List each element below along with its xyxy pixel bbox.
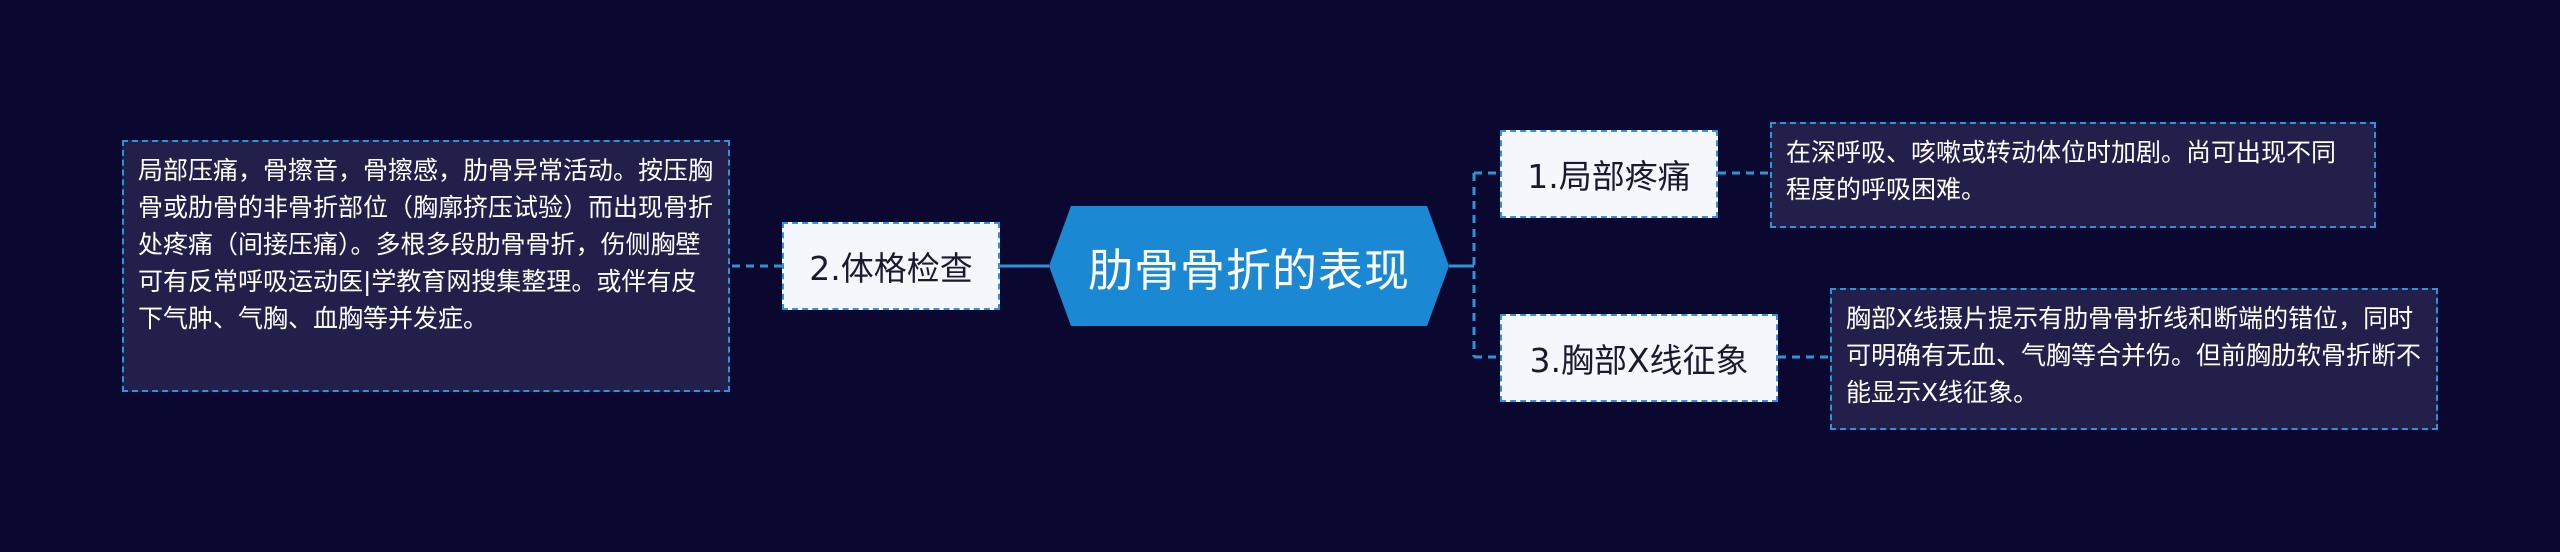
topic-physical-exam[interactable]: 2.体格检查	[782, 222, 1000, 310]
note-local-pain-text: 在深呼吸、咳嗽或转动体位时加剧。尚可出现不同程度的呼吸困难。	[1786, 138, 2337, 204]
topic-xray-signs-label: 3.胸部X线征象	[1529, 341, 1749, 380]
topic-local-pain[interactable]: 1.局部疼痛	[1500, 130, 1718, 218]
topic-local-pain-label: 1.局部疼痛	[1527, 157, 1691, 196]
central-topic[interactable]: 肋骨骨折的表现	[1049, 206, 1449, 326]
note-xray-signs-text: 胸部X线摄片提示有肋骨骨折线和断端的错位，同时可明确有无血、气胸等合并伤。但前胸…	[1846, 304, 2422, 407]
note-local-pain: 在深呼吸、咳嗽或转动体位时加剧。尚可出现不同程度的呼吸困难。	[1770, 122, 2376, 228]
note-physical-exam: 局部压痛，骨擦音，骨擦感，肋骨异常活动。按压胸骨或肋骨的非骨折部位（胸廓挤压试验…	[122, 140, 730, 392]
note-physical-exam-text: 局部压痛，骨擦音，骨擦感，肋骨异常活动。按压胸骨或肋骨的非骨折部位（胸廓挤压试验…	[138, 156, 714, 333]
topic-xray-signs[interactable]: 3.胸部X线征象	[1500, 314, 1778, 402]
note-xray-signs: 胸部X线摄片提示有肋骨骨折线和断端的错位，同时可明确有无血、气胸等合并伤。但前胸…	[1830, 288, 2438, 430]
central-topic-label: 肋骨骨折的表现	[1087, 243, 1410, 297]
topic-physical-exam-label: 2.体格检查	[809, 249, 973, 288]
